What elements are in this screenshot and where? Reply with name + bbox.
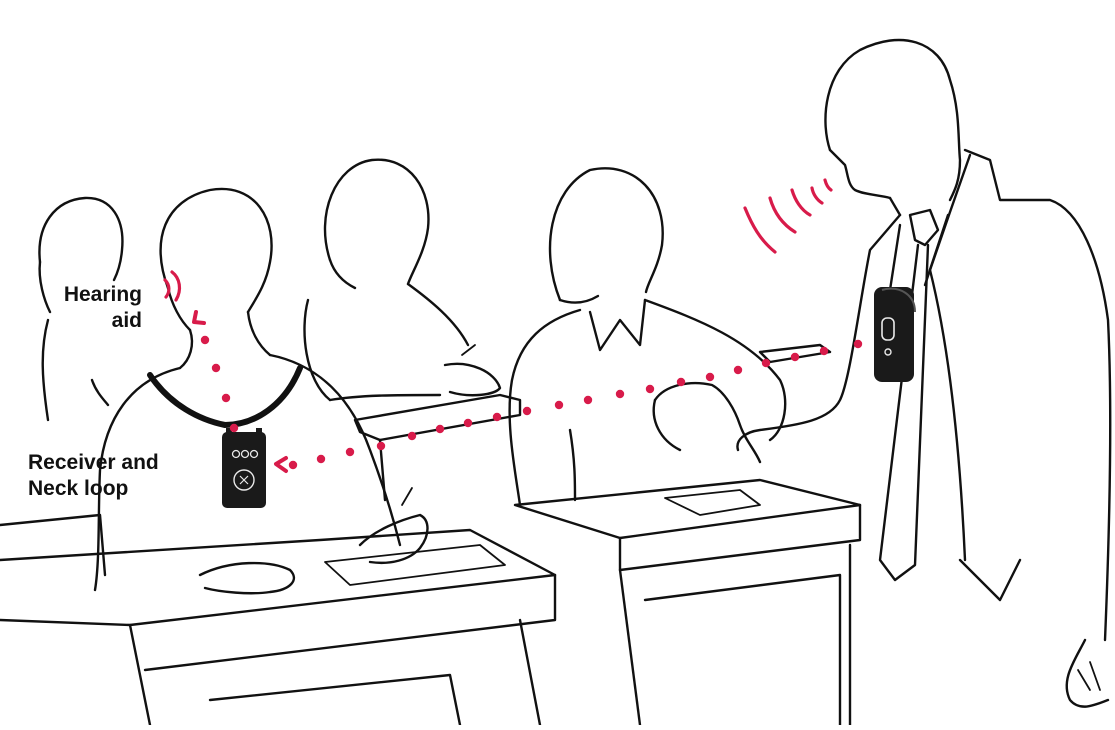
signal-dot [436,425,444,433]
receiver-arrow [276,458,286,471]
ear-wave-arc [172,272,179,300]
signal-dot [230,424,238,432]
signal-dot [677,378,685,386]
desk-back-row [355,345,830,500]
receiver-neck-loop-label: Receiver and Neck loop [28,450,208,502]
signal-dot [734,366,742,374]
signal-dot [584,396,592,404]
student-front-left [95,189,428,593]
transmitter-device-icon [874,287,915,382]
teacher [737,40,1110,707]
signal-dot [555,401,563,409]
hearing-aid-label: Hearing aid [38,282,142,334]
signal-dot [854,340,862,348]
sound-wave-arc [812,188,822,203]
signal-dot [201,336,209,344]
desk-front-left [0,515,555,725]
student-middle-back [304,160,500,400]
sound-wave-arc [745,208,775,252]
signal-dot [408,432,416,440]
voice-sound-waves [745,180,831,252]
student-middle-right [510,168,786,505]
desk-right [515,480,860,725]
hearing-aid-label-line1: Hearing [38,282,142,308]
hearing-aid-label-line2: aid [38,308,142,334]
signal-dot [317,455,325,463]
signal-dot [289,461,297,469]
receiver-label-line1: Receiver and [28,450,208,476]
signal-dot [706,373,714,381]
signal-dot [377,442,385,450]
hearing-aid-arrow [194,312,204,323]
signal-dot [646,385,654,393]
receiver-label-line2: Neck loop [28,476,208,502]
signal-dot [212,364,220,372]
signal-dot [222,394,230,402]
receiver-device-icon [222,428,266,508]
signal-dot [523,407,531,415]
sound-wave-arc [770,198,795,232]
hearing-aid-waves [165,272,179,300]
signal-dot [346,448,354,456]
signal-dot [820,347,828,355]
signal-dot [464,419,472,427]
sound-wave-arc [792,190,810,215]
signal-dot [616,390,624,398]
signal-dot [762,359,770,367]
sound-wave-arc [825,180,831,190]
signal-dot [791,353,799,361]
signal-dot [493,413,501,421]
